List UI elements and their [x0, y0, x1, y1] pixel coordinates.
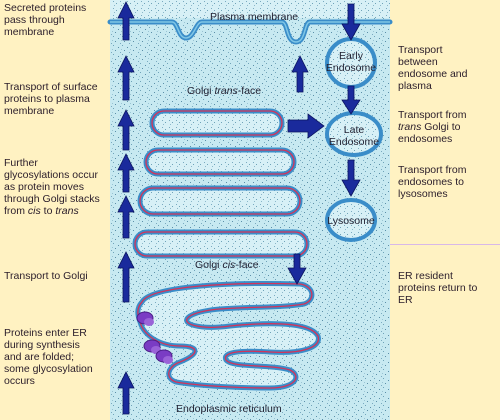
up-arrow-2: [117, 55, 135, 101]
up-arrow-6: [117, 251, 135, 303]
lysosome: Lysosome: [325, 198, 377, 242]
late-endosome-label-line1: Late: [344, 124, 365, 136]
early-endosome-label-line1: Early: [339, 50, 364, 62]
down-arrow-er-return: [287, 253, 307, 285]
down-arrow-early-to-late-endosome: [341, 85, 361, 115]
label-endosomes-to-lysosomes: Transport from endosomes to lysosomes: [398, 164, 467, 200]
lysosome-label: Lysosome: [327, 215, 375, 227]
up-arrow-3: [117, 109, 135, 151]
right-arrow-golgi-to-endosome: [287, 113, 325, 139]
extracellular-space: [110, 0, 390, 18]
down-arrow-late-endosome-to-lysosome: [341, 159, 361, 197]
golgi-cisterna-1: [149, 108, 285, 138]
up-arrow-5: [117, 195, 135, 239]
late-endosome-label-line2: Endosome: [329, 136, 379, 148]
right-annotation-panel: Transport between endosome and plasma Tr…: [390, 0, 500, 420]
label-trans-golgi-to-endosomes: Transport from trans Golgi to endosomes: [398, 109, 467, 145]
label-proteins-enter-er: Proteins enter ER during synthesis and a…: [4, 327, 93, 387]
ribosomes: [136, 311, 173, 364]
er-label: Endoplasmic reticulum: [176, 403, 282, 415]
golgi-trans-word: trans: [214, 85, 238, 97]
early-endosome-label-line2: Endosome: [326, 62, 376, 74]
endoplasmic-reticulum: [135, 281, 321, 391]
ribosome-3b: [163, 356, 173, 364]
label-secreted-proteins: Secreted proteins pass through membrane: [4, 2, 87, 38]
ribosome-1b: [144, 318, 154, 326]
up-arrow-7: [117, 371, 135, 415]
up-arrow-to-membrane: [291, 55, 309, 93]
golgi-cisterna-4: [132, 229, 310, 259]
label-transport-to-golgi: Transport to Golgi: [4, 270, 88, 282]
golgi-stack: [132, 108, 310, 259]
golgi-cisterna-3: [137, 185, 303, 217]
upward-arrows-left: [117, 1, 135, 415]
golgi-cisterna-2: [143, 147, 297, 177]
golgi-trans-face-label: Golgi trans-face: [187, 85, 261, 97]
golgi-cis-face-label: Golgi cis-face: [195, 259, 259, 271]
plasma-membrane-label: Plasma membrane: [210, 11, 298, 23]
label-surface-protein-transport: Transport of surface proteins to plasma …: [4, 81, 98, 117]
up-arrow-4: [117, 153, 135, 193]
label-er-resident-return: ER resident proteins return to ER: [398, 270, 478, 306]
left-annotation-panel: Secreted proteins pass through membrane …: [0, 0, 110, 420]
plasma-membrane: [107, 19, 393, 45]
label-endosome-plasma-transport: Transport between endosome and plasma: [398, 44, 468, 92]
down-arrow-membrane-to-early-endosome: [341, 3, 361, 41]
up-arrow-1: [117, 1, 135, 41]
label-further-glycosylation: Further glycosylations occur as protein …: [4, 157, 100, 217]
downward-arrows-right: [341, 3, 361, 197]
panel-divider: [390, 244, 500, 245]
golgi-cis-word: cis: [222, 259, 236, 271]
